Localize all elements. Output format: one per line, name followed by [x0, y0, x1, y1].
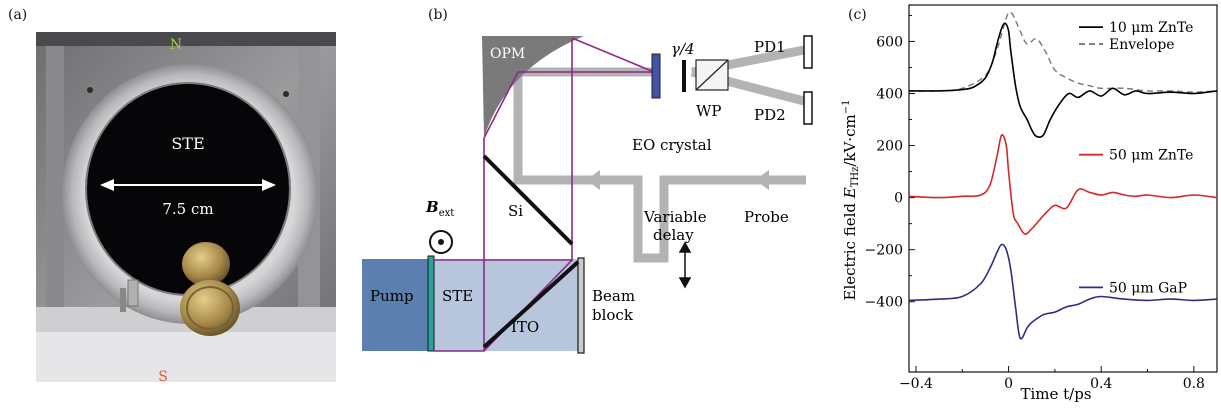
pd1-label: PD1	[754, 38, 786, 56]
probe-label: Probe	[744, 208, 789, 226]
block-label: block	[592, 306, 634, 324]
b-field-symbol	[429, 230, 453, 254]
ste-box-label: STE	[442, 287, 473, 305]
y-axis-title: Electric field ETHz/kV·cm−1	[841, 100, 861, 301]
pump-label: Pump	[370, 287, 414, 305]
legend-label: 50 μm GaP	[1109, 280, 1187, 296]
south-label: S	[158, 369, 168, 382]
y-tick-label: 0	[894, 191, 903, 207]
beam-block	[577, 257, 585, 354]
y-tick-label: 600	[876, 34, 903, 50]
legend-label: 10 μm ZnTe	[1109, 20, 1193, 36]
delay-label: delay	[653, 226, 694, 244]
delay-arrow-head	[586, 170, 600, 190]
opm-label: OPM	[490, 46, 525, 62]
x-tick-label: 0.4	[1090, 376, 1112, 392]
x-axis-title: Time t/ps	[1020, 385, 1091, 403]
diameter-label: 7.5 cm	[162, 200, 213, 218]
panel-c-label: (c)	[848, 7, 867, 23]
series-line-50-m-znte	[908, 134, 1218, 235]
series-line-50-m-gap	[908, 243, 1218, 340]
quarter-wave-label: γ/4	[671, 40, 695, 58]
y-tick-label: 400	[876, 86, 903, 102]
photo-ste-magnet: N STE 7.5 cm S	[36, 32, 336, 382]
legend-label: Envelope	[1109, 37, 1175, 53]
eo-crystal-label: EO crystal	[632, 136, 712, 154]
wp-label: WP	[696, 102, 722, 120]
probe-arrow	[755, 170, 769, 190]
opm-mirror	[482, 36, 584, 138]
pd2-label: PD2	[754, 106, 786, 124]
thz-beam	[434, 37, 655, 352]
pump-box	[362, 259, 428, 351]
ito-plate	[482, 260, 580, 349]
panel-a-label: (a)	[8, 7, 28, 23]
series-line-10-m-znte	[908, 22, 1218, 138]
ste-substrate	[427, 255, 435, 352]
delay-double-arrow	[678, 241, 692, 289]
y-tick-label: −400	[865, 295, 903, 311]
plot-frame	[908, 4, 1218, 373]
ste-ito-box	[430, 259, 578, 351]
variable-label: Variable	[643, 208, 707, 226]
ito-label: ITO	[511, 318, 539, 336]
eo-crystal	[651, 53, 661, 99]
y-tick-label: 200	[876, 139, 903, 155]
beam-label: Beam	[592, 287, 635, 305]
si-label: Si	[508, 202, 523, 220]
ste-label: STE	[171, 134, 204, 153]
north-label: N	[170, 37, 182, 53]
b-ext-label: Bext	[425, 198, 454, 219]
setup-diagram: OPM γ/4 PD1 WP PD2 EO crystal Bext Si Va…	[362, 35, 813, 354]
x-tick-label: 0	[1004, 376, 1013, 392]
pd1	[803, 35, 813, 69]
x-tick-label: 0.8	[1183, 376, 1205, 392]
thz-waveform-chart: Electric field ETHz/kV·cm−1 Time t/ps −0…	[841, 4, 1218, 403]
si-plate	[482, 154, 574, 246]
legend-label: 50 μm ZnTe	[1109, 148, 1193, 164]
pd2	[803, 91, 813, 125]
x-tick-label: −0.4	[899, 376, 933, 392]
y-tick-label: −200	[865, 243, 903, 259]
quarter-wave-plate	[682, 60, 686, 92]
panel-b-label: (b)	[428, 7, 448, 23]
